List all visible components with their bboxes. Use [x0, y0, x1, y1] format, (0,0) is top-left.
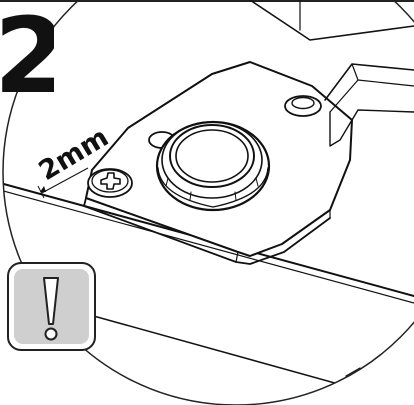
step-number: 2	[0, 6, 54, 116]
dimension-indicator	[37, 167, 89, 199]
warning-box	[7, 262, 96, 351]
nut-ring	[155, 120, 271, 212]
phillips-screw	[87, 168, 133, 198]
exclamation-icon	[43, 277, 59, 341]
